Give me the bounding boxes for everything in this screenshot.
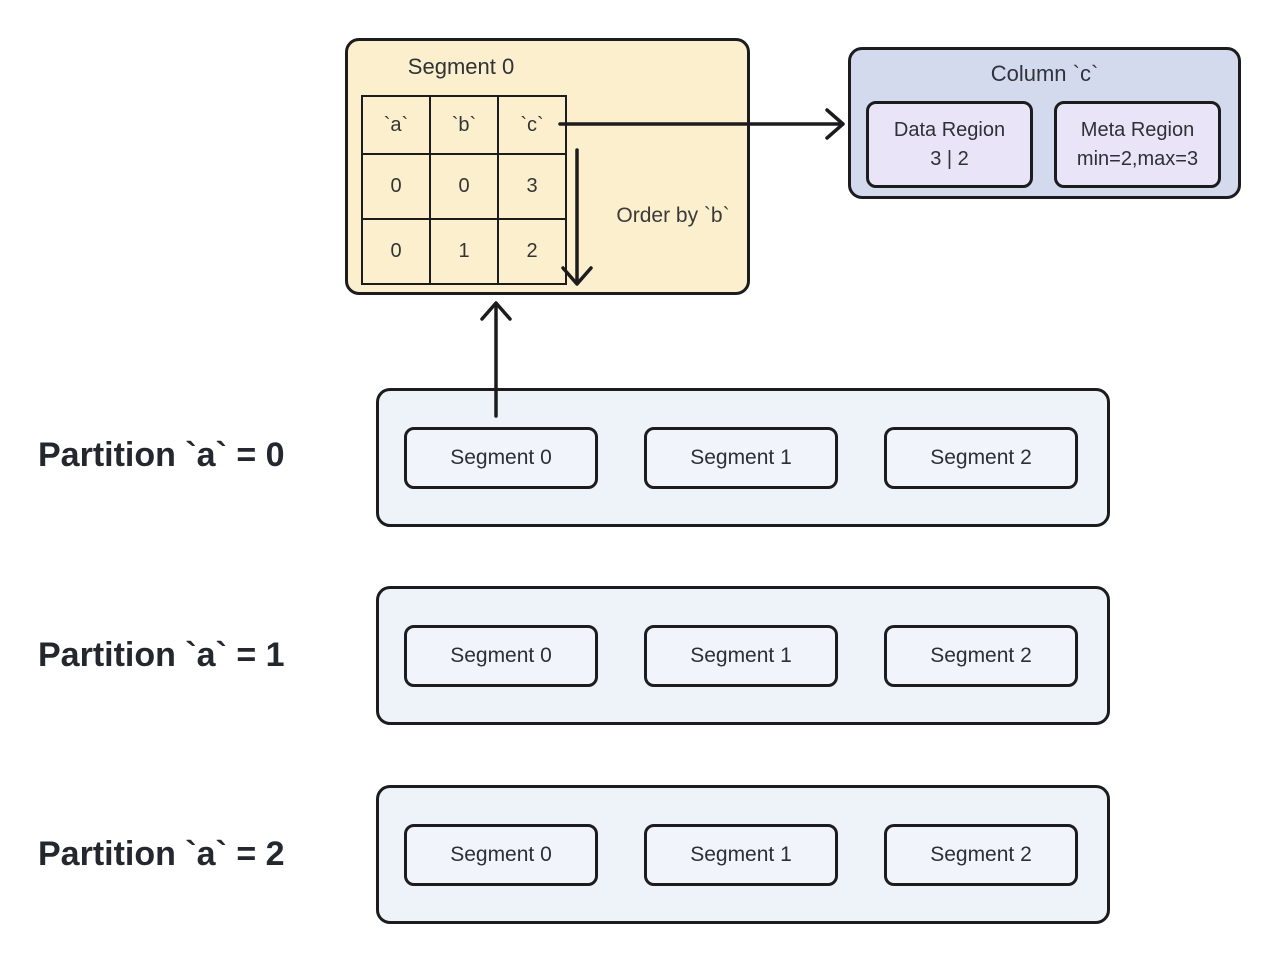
col-header-c: `c`: [497, 95, 567, 155]
table-cell: 1: [429, 218, 499, 285]
data-region-title: Data Region: [893, 118, 1006, 141]
segment-detail-title: Segment 0: [407, 54, 515, 79]
table-header-row: `a` `b` `c`: [361, 95, 567, 155]
partition-0-container: Segment 0 Segment 1 Segment 2: [376, 388, 1110, 527]
partition-1-segment-2: Segment 2: [884, 624, 1078, 687]
data-region-box: Data Region 3 | 2: [866, 101, 1033, 188]
partition-2-label: Partition `a` = 2: [38, 835, 285, 873]
table-cell: 2: [497, 218, 567, 285]
partition-0-segment-1: Segment 1: [644, 426, 838, 489]
table-cell: 0: [361, 218, 431, 285]
partition-0-label: Partition `a` = 0: [38, 436, 285, 474]
partition-1-segment-0: Segment 0: [404, 624, 598, 687]
meta-region-box: Meta Region min=2,max=3: [1054, 101, 1221, 188]
partition-1-container: Segment 0 Segment 1 Segment 2: [376, 586, 1110, 725]
table-cell: 3: [497, 153, 567, 220]
column-c-title: Column `c`: [990, 61, 1099, 86]
partition-2-segment-2: Segment 2: [884, 823, 1078, 886]
partition-2-segment-1: Segment 1: [644, 823, 838, 886]
col-header-b: `b`: [429, 95, 499, 155]
column-c-box: Column `c` Data Region 3 | 2 Meta Region…: [848, 47, 1241, 199]
data-region-value: 3 | 2: [930, 147, 969, 170]
table-cell: 0: [429, 153, 499, 220]
partition-0-segment-2: Segment 2: [884, 426, 1078, 489]
meta-region-value: min=2,max=3: [1076, 147, 1199, 170]
partition-1-segment-1: Segment 1: [644, 624, 838, 687]
partition-2-container: Segment 0 Segment 1 Segment 2: [376, 785, 1110, 924]
order-by-label: Order by `b`: [616, 204, 730, 227]
column-link-arrow-head: [825, 108, 845, 140]
partition-1-label: Partition `a` = 1: [38, 636, 285, 674]
table-cell: 0: [361, 153, 431, 220]
partition-2-segment-0: Segment 0: [404, 823, 598, 886]
segment-zoom-arrow-head: [480, 301, 512, 321]
segment-data-table: `a` `b` `c` 0 0 3 0 1 2: [361, 95, 567, 285]
meta-region-title: Meta Region: [1080, 118, 1195, 141]
col-header-a: `a`: [361, 95, 431, 155]
segment-detail-box: Segment 0 `a` `b` `c` 0 0 3 0 1 2 Order …: [345, 38, 750, 295]
table-row: 0 1 2: [361, 218, 567, 285]
table-row: 0 0 3: [361, 153, 567, 220]
partition-0-segment-0: Segment 0: [404, 426, 598, 489]
